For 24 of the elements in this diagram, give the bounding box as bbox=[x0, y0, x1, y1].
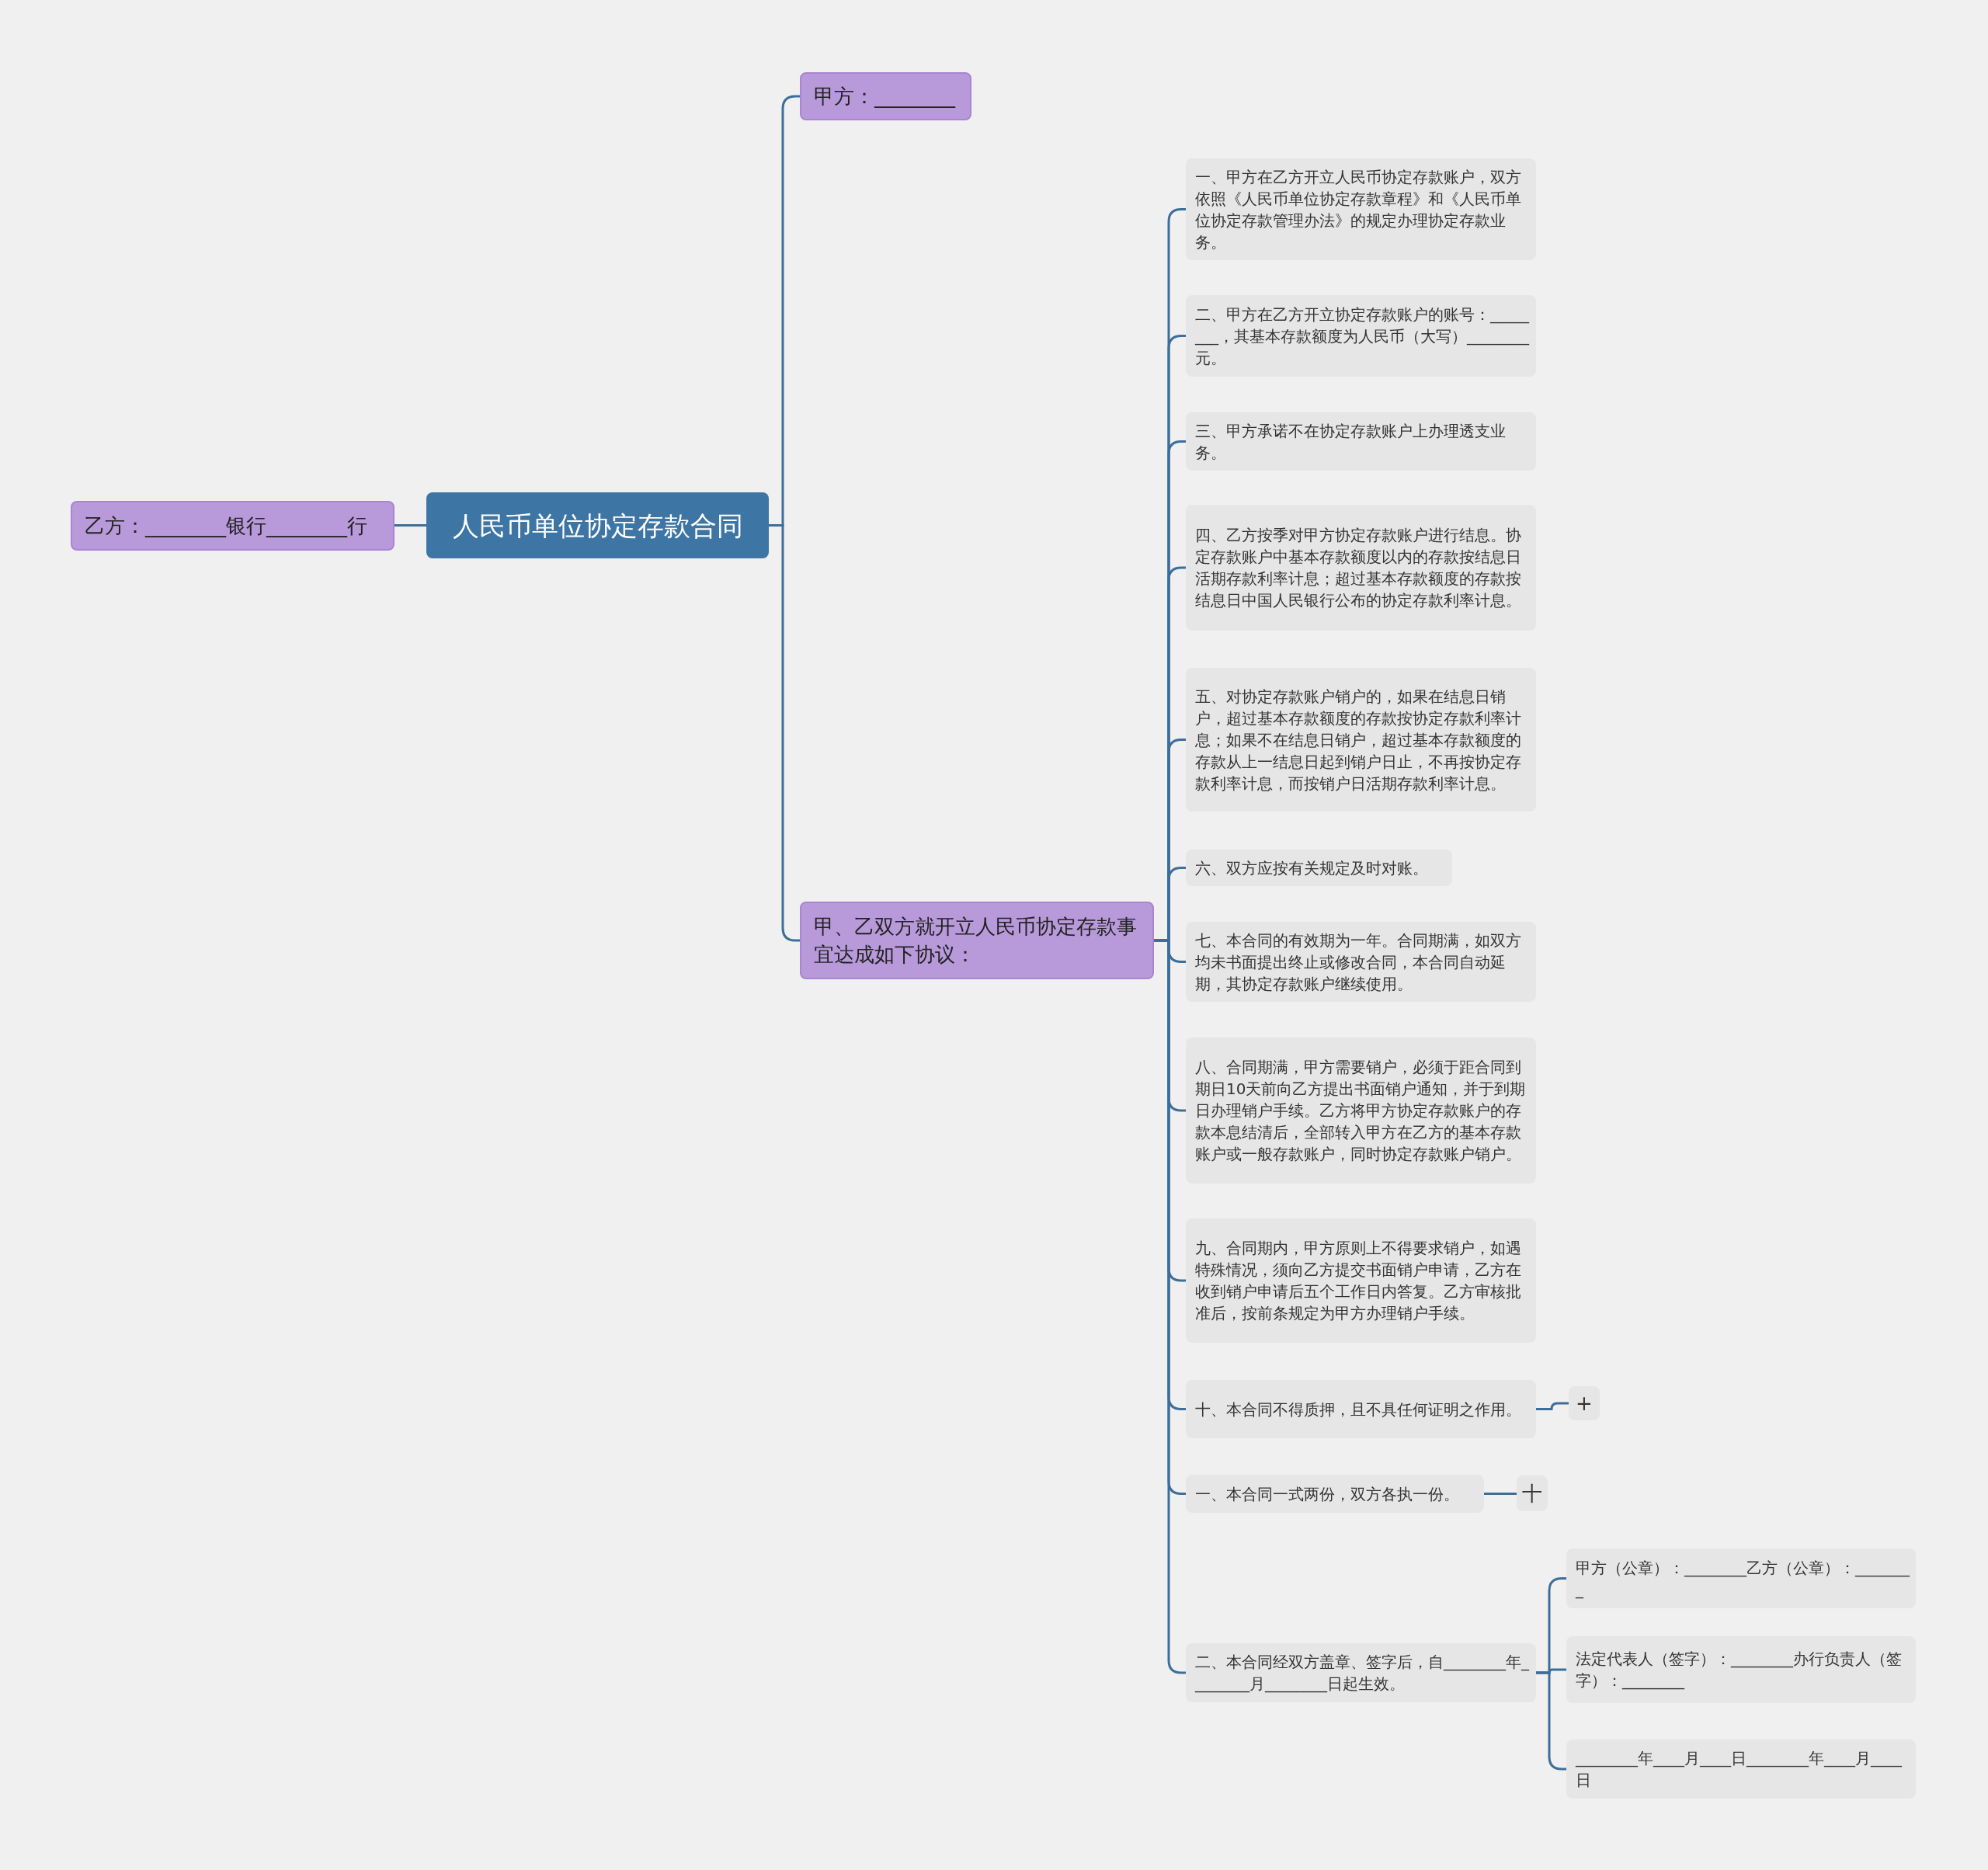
topic-box: 十 bbox=[1517, 1475, 1548, 1511]
connector-line bbox=[1536, 1402, 1569, 1410]
topic-box: 九、合同期内，甲方原则上不得要求销户，如遇特殊情况，须向乙方提交书面销户申请，乙方在收到销户申请后五个工作日内答复。乙方审核批准后，按前条规定为甲方办理销户手续。 bbox=[1186, 1218, 1536, 1343]
topic-box: 一、本合同一式两份，双方各执一份。 bbox=[1186, 1475, 1484, 1513]
connector-line bbox=[394, 524, 426, 527]
topic-box: 七、本合同的有效期为一年。合同期满，如双方均未书面提出终止或修改合同，本合同自动延期，其协定存款账户继续使用。 bbox=[1186, 922, 1536, 1002]
topic-box: 十、本合同不得质押，且不具任何证明之作用。 bbox=[1186, 1380, 1536, 1438]
topic-box: 六、双方应按有关规定及时对账。 bbox=[1186, 850, 1452, 886]
topic-box: ________年____月____日________年____月____日 bbox=[1566, 1740, 1916, 1799]
topic-box: 甲、乙双方就开立人民币协定存款事宜达成如下协议： bbox=[800, 902, 1154, 979]
topic-box: 法定代表人（签字）：________办行负责人（签字）：________ bbox=[1566, 1636, 1916, 1703]
topic-box: + bbox=[1569, 1386, 1600, 1420]
topic-box: 三、甲方承诺不在协定存款账户上办理透支业务。 bbox=[1186, 412, 1536, 471]
topic-box: 乙方：________银行________行 bbox=[71, 501, 394, 551]
topic-box: 四、乙方按季对甲方协定存款账户进行结息。协定存款账户中基本存款额度以内的存款按结息日活期存款利率计息；超过基本存款额度的存款按结息日中国人民银行公布的协定存款利率计息。 bbox=[1186, 505, 1536, 631]
connector-line bbox=[1484, 1493, 1517, 1495]
topic-box: 二、甲方在乙方开立协定存款账户的账号：________，其基本存款额度为人民币（大写）________元。 bbox=[1186, 295, 1536, 377]
topic-box: 甲方（公章）：________乙方（公章）：________ bbox=[1566, 1548, 1916, 1608]
topic-box: 五、对协定存款账户销户的，如果在结息日销户，超过基本存款额度的存款按协定存款利率计息；如果不在结息日销户，超过基本存款额度的存款从上一结息日起到销户日止，不再按协定存款利率计息，而按销户日活期存款利率计息。 bbox=[1186, 668, 1536, 812]
topic-box: 二、本合同经双方盖章、签字后，自________年________月________日起生效。 bbox=[1186, 1643, 1536, 1702]
topic-box: 一、甲方在乙方开立人民币协定存款账户，双方依照《人民币单位协定存款章程》和《人民币单位协定存款管理办法》的规定办理协定存款业务。 bbox=[1186, 158, 1536, 260]
topic-box: 八、合同期满，甲方需要销户，必须于距合同到期日10天前向乙方提出书面销户通知，并于到期日办理销户手续。乙方将甲方协定存款账户的存款本息结清后，全部转入甲方在乙方的基本存款账户或一般存款账户，同时协定存款账户销户。 bbox=[1186, 1038, 1536, 1184]
central-topic: 人民币单位协定存款合同 bbox=[426, 492, 769, 558]
topic-box: 甲方：________ bbox=[800, 72, 971, 120]
